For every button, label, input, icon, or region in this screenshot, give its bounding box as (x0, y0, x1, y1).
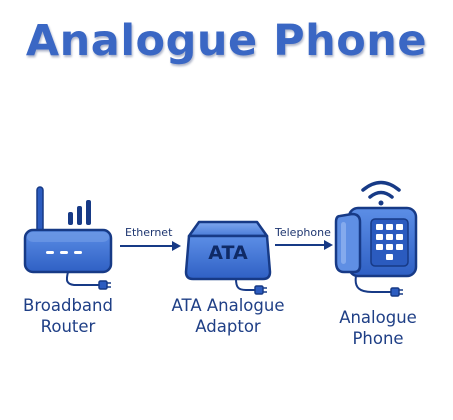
router-label-line2: Router (40, 317, 96, 336)
phone-label-line2: Phone (352, 329, 404, 348)
ata-device-text: ATA (208, 242, 248, 264)
page-title: Analogue Phone (25, 16, 428, 66)
ata-label-line1: ATA Analogue (171, 296, 285, 315)
ethernet-label: Ethernet (125, 226, 173, 239)
ata-adaptor-icon: ATA (184, 220, 272, 295)
desk-phone-icon (334, 180, 418, 297)
ata-label: ATA Analogue Adaptor (163, 295, 293, 337)
ethernet-arrow (120, 241, 181, 251)
ata-label-line2: Adaptor (195, 317, 261, 336)
phone-label: Analogue Phone (323, 307, 433, 349)
router-label-line1: Broadband (23, 296, 113, 315)
phone-label-line1: Analogue (339, 308, 417, 327)
telephone-label: Telephone (275, 226, 331, 239)
wireless-signal-icon (361, 180, 401, 206)
telephone-arrow (275, 240, 333, 250)
broadband-router-icon (23, 186, 113, 290)
router-label: Broadband Router (8, 295, 128, 337)
